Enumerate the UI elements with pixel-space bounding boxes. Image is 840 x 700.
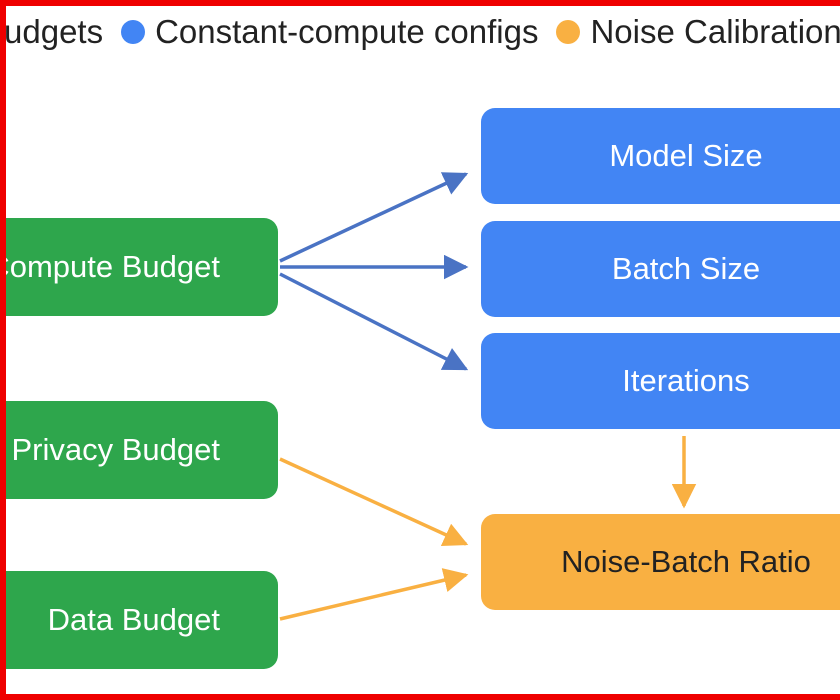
legend-item-noise: Noise Calibration bbox=[556, 13, 840, 51]
edge-compute-to-iterations bbox=[279, 272, 469, 371]
legend-dot-configs bbox=[121, 20, 146, 44]
legend-item-budgets: Budgets bbox=[4, 13, 104, 51]
legend-label-noise: Noise Calibration bbox=[590, 13, 840, 50]
node-noise-batch-ratio: Noise-Batch Ratio bbox=[481, 514, 840, 610]
edge-data-to-noise-ratio bbox=[279, 568, 469, 621]
edges-layer bbox=[279, 172, 697, 621]
node-privacy-budget: Privacy Budget bbox=[6, 401, 278, 499]
node-data-budget: Data Budget bbox=[6, 571, 278, 669]
legend-label-configs: Constant-compute configs bbox=[155, 13, 539, 50]
edge-compute-to-model-size bbox=[279, 172, 469, 263]
legend-dot-noise bbox=[556, 20, 581, 44]
node-noise-batch-ratio-label: Noise-Batch Ratio bbox=[561, 544, 811, 579]
legend-label-budgets: Budgets bbox=[4, 13, 104, 50]
edge-privacy-to-noise-ratio bbox=[279, 457, 469, 546]
node-data-budget-label: Data Budget bbox=[47, 602, 220, 637]
legend-item-configs: Constant-compute configs bbox=[121, 13, 538, 51]
node-model-size: Model Size bbox=[481, 108, 840, 204]
node-privacy-budget-label: Privacy Budget bbox=[11, 432, 221, 467]
node-compute-budget: Compute Budget bbox=[0, 218, 278, 316]
node-compute-budget-label: Compute Budget bbox=[0, 249, 220, 284]
node-iterations: Iterations bbox=[481, 333, 840, 429]
node-batch-size-label: Batch Size bbox=[611, 251, 761, 286]
legend: Budgets Constant-compute configs Noise C… bbox=[4, 8, 840, 56]
node-model-size-label: Model Size bbox=[609, 138, 763, 173]
node-iterations-label: Iterations bbox=[622, 363, 750, 398]
node-batch-size: Batch Size bbox=[481, 221, 840, 317]
